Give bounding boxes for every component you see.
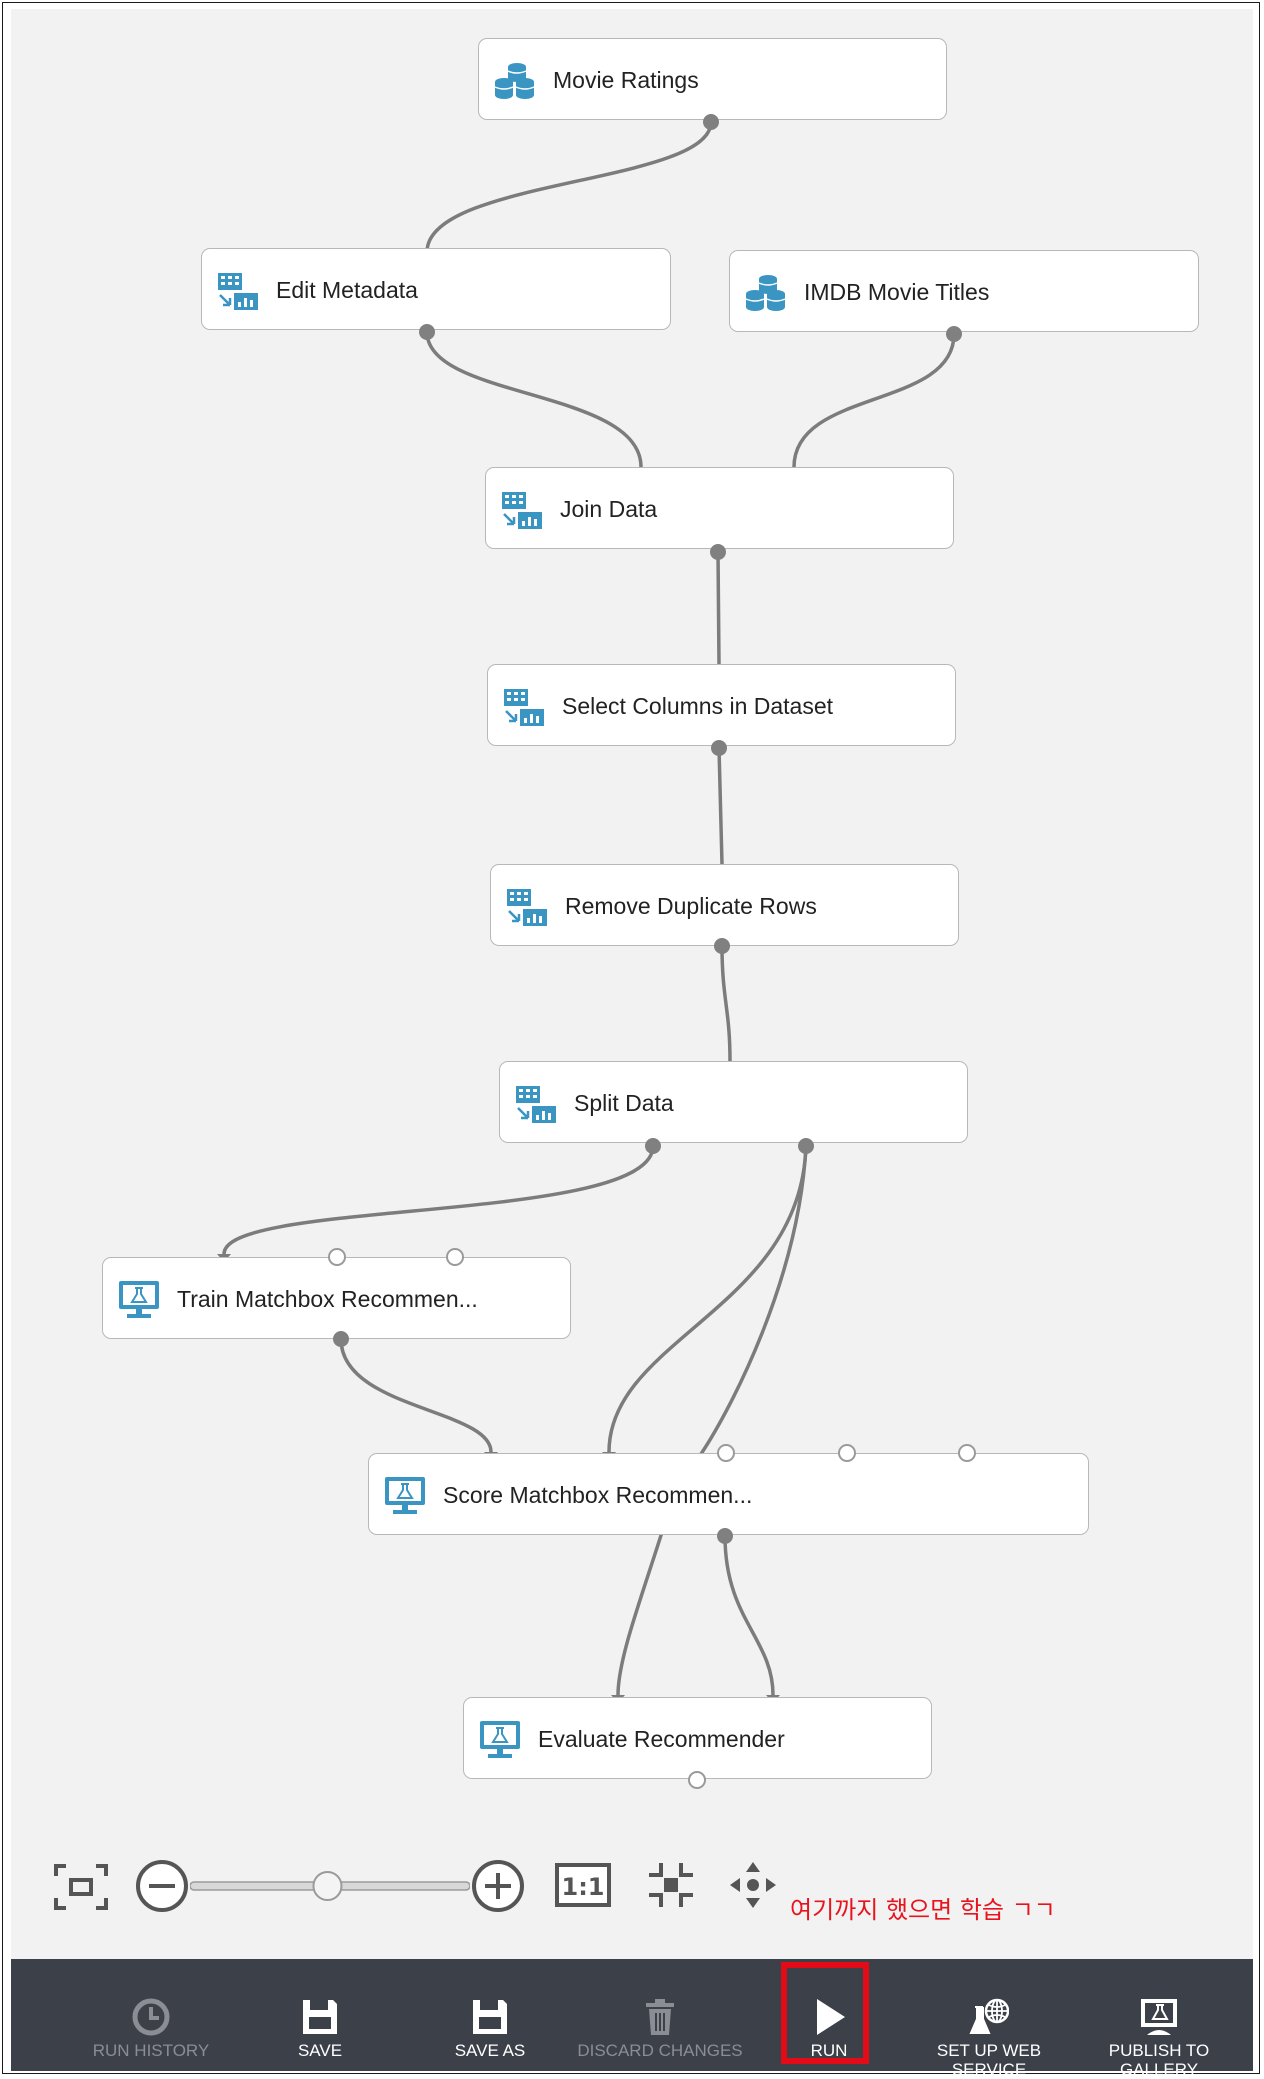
data-transform-icon	[516, 1086, 556, 1123]
wire-train-to-score	[339, 1338, 493, 1453]
fit-to-screen-icon[interactable]	[52, 1862, 110, 1912]
dataset-icon	[745, 275, 786, 311]
module-label: Train Matchbox Recommen...	[177, 1286, 478, 1312]
trash-icon	[646, 1999, 674, 2035]
svg-text:1:1: 1:1	[562, 1873, 605, 1901]
experiment-canvas[interactable]: Movie Ratings Edit Metadata IMDB Movie T…	[11, 9, 1253, 1959]
module-split-data[interactable]: Split Data	[499, 1061, 968, 1143]
save-as-icon	[473, 2000, 507, 2034]
module-label: Evaluate Recommender	[538, 1726, 785, 1752]
module-imdb-movie-titles[interactable]: IMDB Movie Titles	[729, 250, 1199, 332]
wire-imdb-to-join	[792, 333, 956, 468]
module-edit-metadata[interactable]: Edit Metadata	[201, 248, 671, 330]
machine-learning-icon	[480, 1721, 520, 1758]
zoom-to-selection-icon[interactable]	[646, 1860, 696, 1910]
zoom-out-icon[interactable]	[134, 1858, 190, 1914]
save-label: SAVE	[297, 2041, 343, 2060]
run-history-label: RUN HISTORY	[92, 2041, 210, 2060]
discard-changes-label: DISCARD CHANGES	[577, 2041, 743, 2060]
publish-to-gallery-button[interactable]: PUBLISH TO GALLERY	[1079, 1959, 1239, 2079]
save-as-label: SAVE AS	[454, 2041, 526, 2060]
module-label: Remove Duplicate Rows	[565, 893, 817, 919]
data-transform-icon	[507, 889, 547, 926]
module-label: Split Data	[574, 1090, 674, 1116]
run-history-button[interactable]: RUN HISTORY	[71, 1959, 231, 2071]
web-service-icon	[969, 1998, 1009, 2034]
wire-select-to-remove	[717, 747, 724, 865]
wire-remove-to-split	[720, 945, 732, 1062]
run-button[interactable]: RUN	[749, 1959, 909, 2071]
module-label: Join Data	[560, 496, 658, 522]
annotation-note: 여기까지 했으면 학습 ㄱㄱ	[790, 1896, 1056, 1924]
dataset-icon	[494, 63, 535, 99]
save-button[interactable]: SAVE	[240, 1959, 400, 2071]
module-select-columns[interactable]: Select Columns in Dataset	[487, 664, 956, 746]
publish-label-2: GALLERY	[1119, 2060, 1199, 2079]
machine-learning-icon	[119, 1281, 159, 1318]
module-remove-duplicate-rows[interactable]: Remove Duplicate Rows	[490, 864, 959, 946]
module-evaluate-recommender[interactable]: Evaluate Recommender	[463, 1697, 932, 1779]
zoom-slider-thumb	[312, 1871, 343, 1901]
run-button-highlight	[781, 1962, 869, 2064]
discard-changes-button[interactable]: DISCARD CHANGES	[570, 1959, 750, 2071]
wire-score-to-eval-1	[616, 1528, 665, 1696]
bottom-toolbar: RUN HISTORY SAVE SAVE AS DISCARD CHANGES	[11, 1959, 1253, 2079]
module-label: Select Columns in Dataset	[562, 693, 834, 719]
module-train-matchbox[interactable]: Train Matchbox Recommen...	[102, 1257, 571, 1339]
wire-split-to-train	[222, 1145, 655, 1255]
module-label: Edit Metadata	[276, 277, 418, 303]
set-up-web-service-label-2: SERVICE	[951, 2060, 1027, 2079]
publish-label-1: PUBLISH TO	[1108, 2041, 1210, 2060]
set-up-web-service-label-1: SET UP WEB	[936, 2041, 1042, 2060]
pan-icon[interactable]	[728, 1860, 778, 1910]
wire-join-to-select	[716, 551, 721, 665]
publish-icon	[1141, 1999, 1177, 2035]
wire-score-to-eval-2	[723, 1535, 775, 1696]
machine-learning-icon	[385, 1477, 425, 1514]
wire-split-to-score-2	[699, 1145, 808, 1455]
set-up-web-service-button[interactable]: SET UP WEB SERVICE	[909, 1959, 1069, 2079]
wire-metadata-to-join	[425, 331, 643, 468]
data-transform-icon	[502, 492, 542, 529]
clock-icon	[132, 1998, 170, 2036]
connection-wires	[217, 121, 956, 1703]
zoom-in-icon[interactable]	[470, 1858, 526, 1914]
wire-ratings-to-metadata	[425, 121, 713, 253]
module-label: Score Matchbox Recommen...	[443, 1482, 753, 1508]
data-transform-icon	[504, 689, 544, 726]
module-join-data[interactable]: Join Data	[485, 467, 954, 549]
zoom-controls: 1:1	[40, 1852, 1090, 1912]
run-label: RUN	[810, 2041, 848, 2060]
data-transform-icon	[218, 273, 258, 310]
actual-size-icon[interactable]: 1:1	[554, 1862, 612, 1908]
module-label: Movie Ratings	[553, 67, 699, 93]
zoom-slider[interactable]	[190, 1868, 470, 1908]
module-movie-ratings[interactable]: Movie Ratings	[478, 38, 947, 120]
save-icon	[303, 2000, 337, 2034]
play-icon	[817, 1999, 845, 2035]
module-label: IMDB Movie Titles	[804, 279, 990, 305]
module-score-matchbox[interactable]: Score Matchbox Recommen...	[368, 1453, 1089, 1535]
save-as-button[interactable]: SAVE AS	[410, 1959, 570, 2071]
wire-split-to-score-1	[607, 1145, 808, 1453]
